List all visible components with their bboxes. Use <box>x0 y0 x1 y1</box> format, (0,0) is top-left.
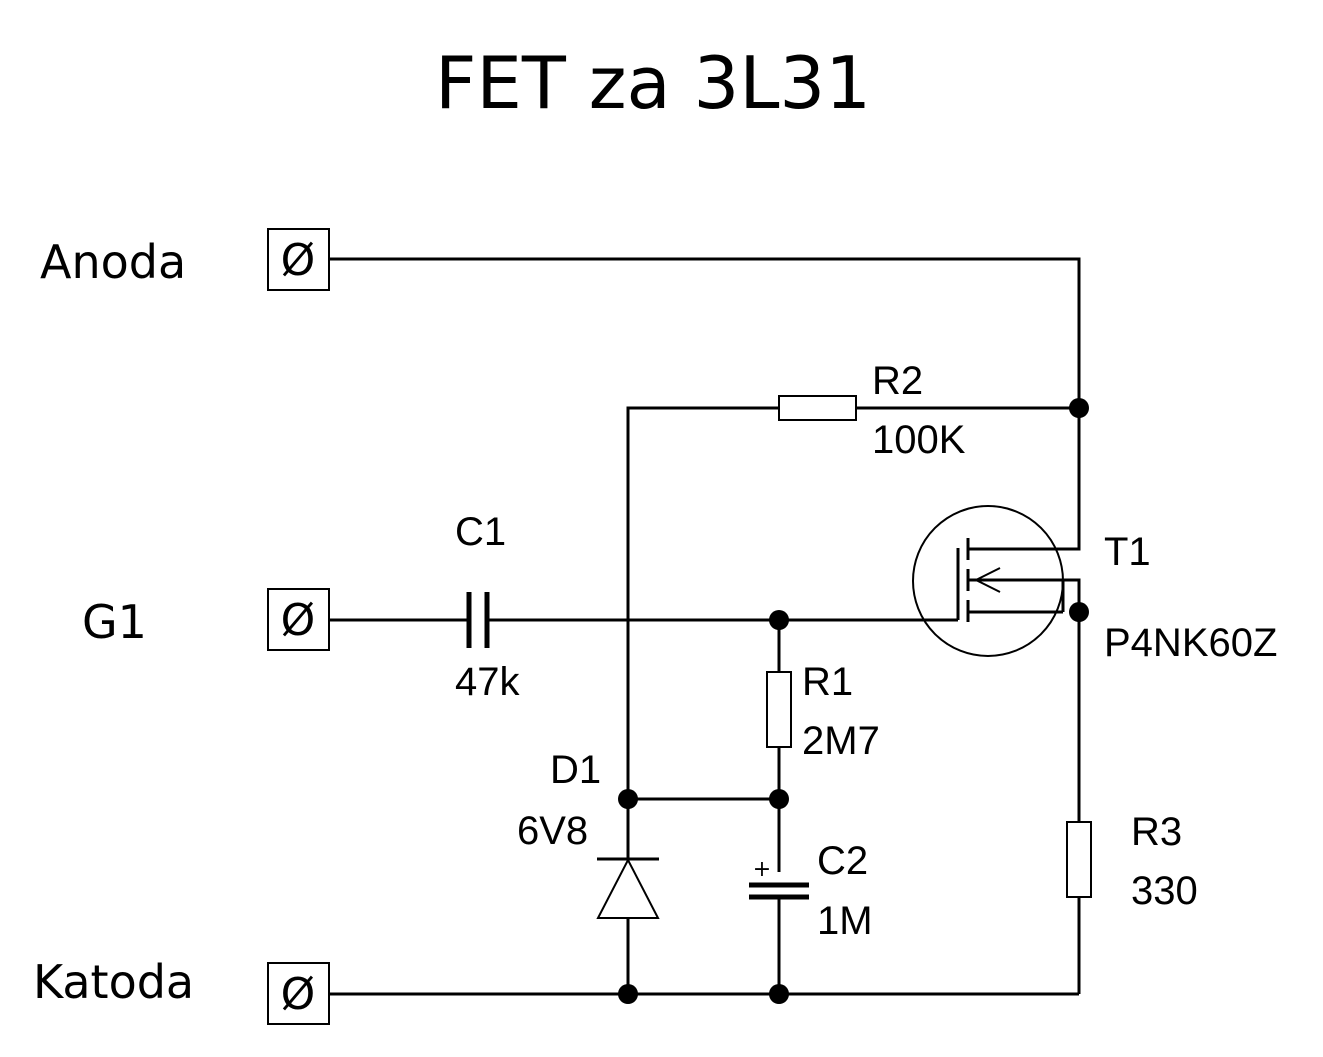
r2-value-label: 100K <box>872 418 966 462</box>
r1-ref-label: R1 <box>802 660 853 704</box>
terminal-cathode-symbol: Ø <box>281 969 316 1020</box>
resistor-r2 <box>778 395 857 421</box>
r3-value-label: 330 <box>1131 869 1198 913</box>
terminal-label-anode: Anoda <box>40 235 186 289</box>
c2-ref-label: C2 <box>817 839 868 883</box>
capacitor-c2: + <box>749 857 809 900</box>
t1-value-label: P4NK60Z <box>1104 621 1277 665</box>
terminal-g1-symbol: Ø <box>281 595 316 646</box>
resistor-r1 <box>766 671 792 748</box>
t1-ref-label: T1 <box>1104 530 1151 574</box>
d1-value-label: 6V8 <box>517 809 588 853</box>
terminal-cathode: Ø <box>267 962 330 1025</box>
terminal-label-cathode: Katoda <box>33 955 194 1009</box>
c1-value-label: 47k <box>455 660 520 704</box>
r1-value-label: 2M7 <box>802 719 880 763</box>
terminal-anode-symbol: Ø <box>281 235 316 286</box>
terminal-label-g1: G1 <box>82 595 147 649</box>
c1-ref-label: C1 <box>455 510 506 554</box>
r3-ref-label: R3 <box>1131 810 1182 854</box>
mosfet-t1 <box>912 505 1065 657</box>
r2-ref-label: R2 <box>872 359 923 403</box>
resistor-r3 <box>1066 821 1092 898</box>
terminal-g1: Ø <box>267 588 330 651</box>
wires <box>329 257 1081 996</box>
diagram-title: FET za 3L31 <box>435 41 871 125</box>
c2-polarity-mark: + <box>753 857 771 882</box>
capacitor-c1 <box>466 592 490 648</box>
c2-value-label: 1M <box>817 899 873 943</box>
zener-diode-d1 <box>596 799 660 994</box>
d1-ref-label: D1 <box>550 748 601 792</box>
terminal-anode: Ø <box>267 228 330 291</box>
junction-dots <box>618 398 1089 1004</box>
